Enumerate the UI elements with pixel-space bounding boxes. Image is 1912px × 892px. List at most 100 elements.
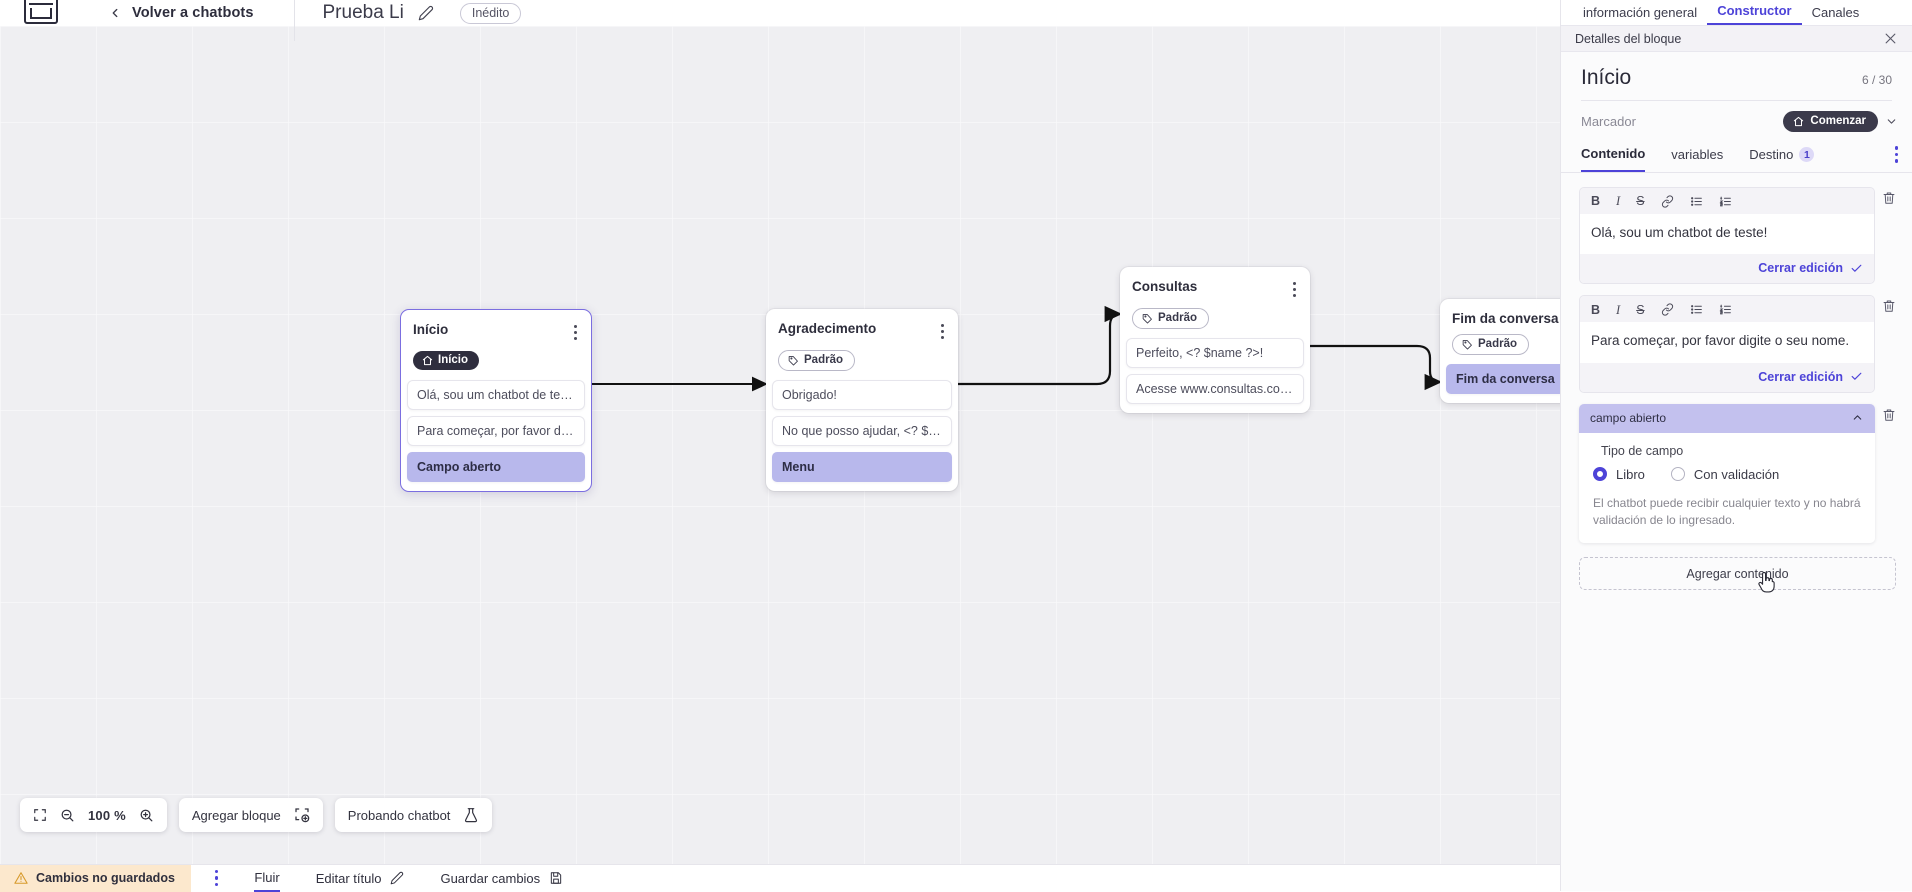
bullet-list-icon[interactable] (1690, 195, 1703, 208)
close-icon[interactable] (1883, 31, 1898, 46)
flow-node-inicio[interactable]: Início Início Olá, sou um chatbot de tes… (400, 309, 592, 492)
flow-node-fim-da-conversa[interactable]: Fim da conversa Padrão Fim da conversa (1440, 299, 1560, 403)
add-block-icon (294, 807, 310, 823)
flow-node-agradecimento[interactable]: Agradecimento Padrão Obrigado! No que po… (766, 309, 958, 491)
numbered-list-icon[interactable] (1719, 303, 1732, 316)
node-tag-row: Padrão (1440, 326, 1560, 355)
marker-chip[interactable]: Comenzar (1783, 111, 1878, 132)
test-chatbot-label: Probando chatbot (348, 808, 451, 823)
flow-canvas[interactable]: Início Início Olá, sou um chatbot de tes… (0, 26, 1560, 864)
bottom-item-label: Guardar cambios (440, 871, 540, 886)
strikethrough-icon[interactable]: S (1636, 195, 1644, 208)
node-tag-label: Padrão (804, 354, 843, 366)
node-rows: Fim da conversa (1440, 364, 1560, 394)
bottom-item-fluir[interactable]: Fluir (254, 865, 279, 892)
node-menu-icon[interactable] (572, 322, 579, 343)
delete-icon[interactable] (1882, 404, 1896, 422)
editor-text[interactable]: Para começar, por favor digite o seu nom… (1580, 322, 1874, 362)
node-tag-row: Padrão (1120, 300, 1310, 329)
zoom-level: 100 % (88, 808, 126, 823)
inner-tab-label: variables (1671, 147, 1723, 162)
back-to-chatbots-label[interactable]: Volver a chatbots (132, 5, 254, 21)
delete-icon[interactable] (1882, 187, 1896, 205)
app-logo[interactable] (24, 0, 58, 24)
unsaved-changes-banner: Cambios no guardados (0, 865, 191, 892)
rich-text-editor[interactable]: B I S Para começar, por favor digite o s… (1579, 295, 1875, 392)
editor-footer: Cerrar edición (1580, 254, 1874, 283)
marker-control[interactable]: Comenzar (1783, 111, 1898, 132)
bold-icon[interactable]: B (1591, 304, 1600, 317)
zoom-out-icon[interactable] (60, 808, 75, 823)
bottom-item-editar-titulo[interactable]: Editar título (316, 865, 405, 892)
bullet-list-icon[interactable] (1690, 303, 1703, 316)
tab-informacion-general[interactable]: información general (1573, 5, 1707, 25)
node-row-message[interactable]: No que posso ajudar, <? $name ... (772, 416, 952, 446)
editor-text[interactable]: Olá, sou um chatbot de teste! (1580, 214, 1874, 254)
close-edit-link[interactable]: Cerrar edición (1758, 370, 1843, 384)
field-type-label: Tipo de campo (1601, 444, 1861, 458)
tab-constructor[interactable]: Constructor (1707, 3, 1801, 25)
warning-icon (14, 871, 28, 885)
bold-icon[interactable]: B (1591, 195, 1600, 208)
flask-icon (463, 807, 479, 823)
italic-icon[interactable]: I (1616, 195, 1620, 208)
open-field-title: campo abierto (1590, 411, 1666, 425)
back-chevron-icon[interactable] (108, 6, 122, 20)
pencil-icon[interactable] (418, 5, 434, 21)
node-row-message[interactable]: Perfeito, <? $name ?>! (1126, 338, 1304, 368)
editor-toolbar: B I S (1580, 296, 1874, 322)
inner-tab-variables[interactable]: variables (1671, 147, 1723, 171)
tab-canales[interactable]: Canales (1802, 5, 1870, 25)
radio-con-validacion[interactable]: Con validación (1671, 467, 1779, 482)
tag-icon (788, 355, 799, 366)
node-tag-default: Padrão (1452, 334, 1529, 355)
radio-libro[interactable]: Libro (1593, 467, 1645, 482)
bottom-overflow-menu-icon[interactable] (215, 870, 219, 887)
panel-overflow-menu-icon[interactable] (1895, 146, 1899, 172)
node-menu-icon[interactable] (939, 321, 946, 342)
pencil-icon (390, 871, 404, 885)
node-tag-row: Início (401, 343, 591, 371)
marker-chip-label: Comenzar (1810, 115, 1866, 127)
link-icon[interactable] (1661, 195, 1674, 208)
rich-text-editor[interactable]: B I S Olá, sou um chatbot de teste! Cerr… (1579, 187, 1875, 284)
bottom-item-guardar-cambios[interactable]: Guardar cambios (440, 865, 563, 892)
node-title: Início (413, 322, 448, 337)
node-row-field[interactable]: Menu (772, 452, 952, 482)
flow-node-consultas[interactable]: Consultas Padrão Perfeito, <? $name ?>! … (1120, 267, 1310, 413)
node-row-field[interactable]: Campo aberto (407, 452, 585, 482)
close-edit-link[interactable]: Cerrar edición (1758, 261, 1843, 275)
add-block-button[interactable]: Agregar bloque (179, 798, 323, 832)
italic-icon[interactable]: I (1616, 304, 1620, 317)
node-row-message[interactable]: Olá, sou um chatbot de teste! (407, 380, 585, 410)
numbered-list-icon[interactable] (1719, 195, 1732, 208)
check-icon[interactable] (1850, 370, 1863, 383)
node-menu-icon[interactable] (1291, 279, 1298, 300)
node-rows: Obrigado! No que posso ajudar, <? $name … (766, 380, 958, 482)
node-row-message[interactable]: Obrigado! (772, 380, 952, 410)
zoom-in-icon[interactable] (139, 808, 154, 823)
test-chatbot-button[interactable]: Probando chatbot (335, 798, 493, 832)
inner-tab-contenido[interactable]: Contenido (1581, 146, 1645, 172)
check-icon[interactable] (1850, 262, 1863, 275)
open-field-header[interactable]: campo abierto (1579, 404, 1875, 433)
link-icon[interactable] (1661, 303, 1674, 316)
chevron-down-icon[interactable] (1885, 115, 1898, 128)
node-row-message[interactable]: Acesse www.consultas.com par... (1126, 374, 1304, 404)
fit-screen-icon[interactable] (33, 808, 47, 822)
node-title: Consultas (1132, 279, 1197, 294)
node-tag-row: Padrão (766, 342, 958, 371)
bottom-item-label: Fluir (254, 870, 279, 885)
add-content-button[interactable]: Agregar contenido (1579, 557, 1896, 590)
node-header: Fim da conversa (1440, 307, 1560, 326)
node-row-message[interactable]: Para começar, por favor digite o ... (407, 416, 585, 446)
panel-subheader-title: Detalles del bloque (1575, 32, 1681, 46)
chevron-up-icon[interactable] (1851, 411, 1864, 424)
inner-tab-destino[interactable]: Destino 1 (1749, 147, 1814, 171)
delete-icon[interactable] (1882, 295, 1896, 313)
content-editor-block: B I S Para começar, por favor digite o s… (1579, 295, 1896, 392)
node-row-field[interactable]: Fim da conversa (1446, 364, 1560, 394)
node-rows: Perfeito, <? $name ?>! Acesse www.consul… (1120, 338, 1310, 404)
strikethrough-icon[interactable]: S (1636, 304, 1644, 317)
top-divider (294, 0, 295, 41)
